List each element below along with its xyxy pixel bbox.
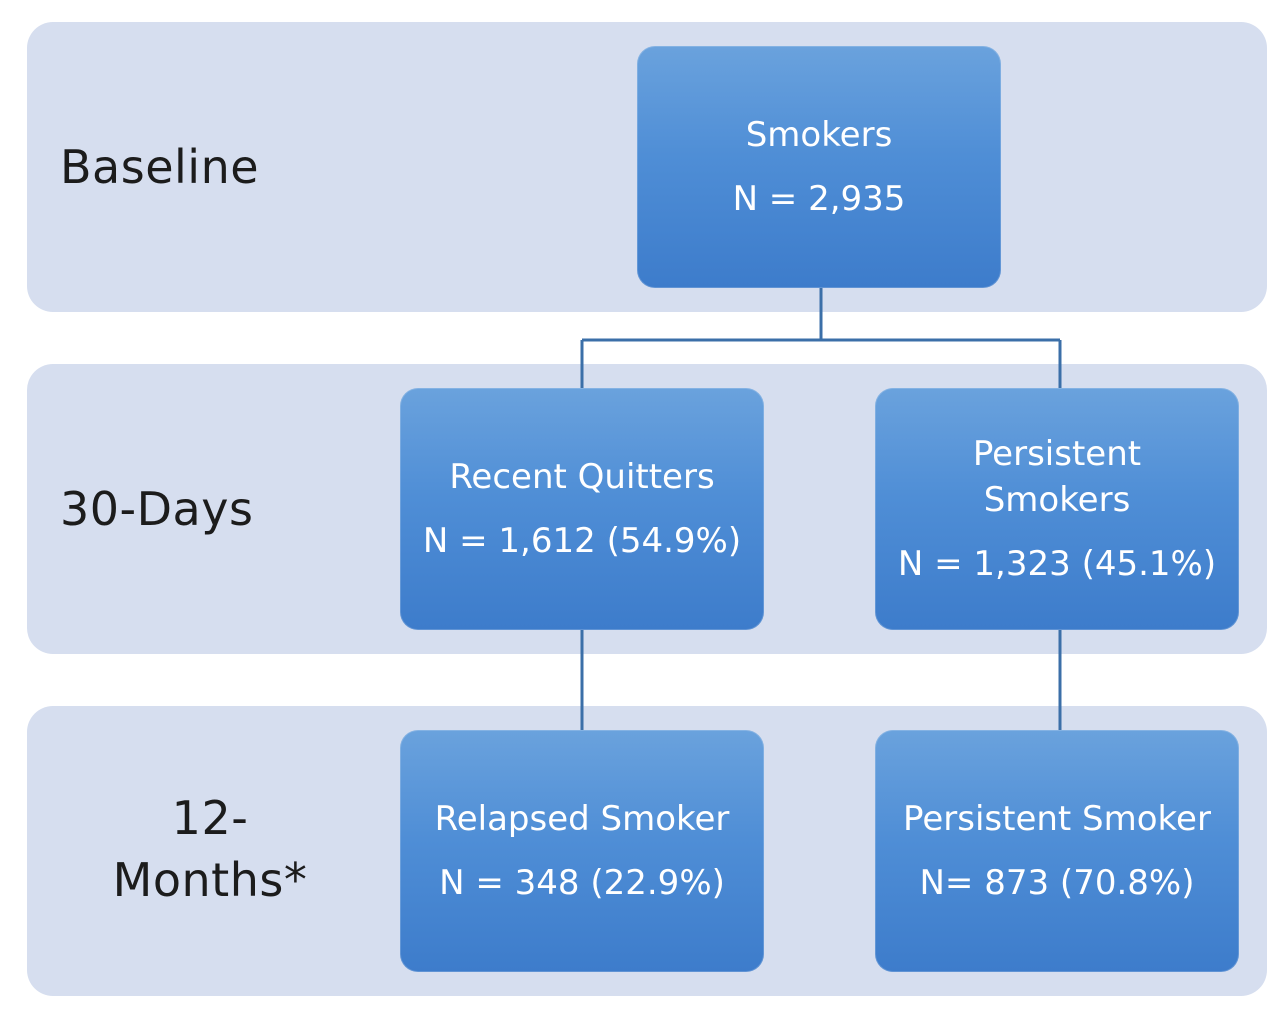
node-smokers-title: Smokers — [745, 115, 893, 155]
node-persistent-smokers-count: N = 1,323 (45.1%) — [897, 544, 1217, 584]
node-persistent-smokers: Persistent Smokers N = 1,323 (45.1%) — [875, 388, 1239, 630]
baseline-label: Baseline — [60, 136, 280, 198]
node-persistent-smokers-title-line1: Persistent — [972, 434, 1142, 474]
twelve-months-label-line1: 12- — [171, 791, 249, 845]
node-recent-quitters: Recent Quitters N = 1,612 (54.9%) — [400, 388, 764, 630]
node-persistent-smoker-12m: Persistent Smoker N= 873 (70.8%) — [875, 730, 1239, 972]
node-relapsed-smoker: Relapsed Smoker N = 348 (22.9%) — [400, 730, 764, 972]
twelve-months-label: 12- Months* — [90, 787, 330, 911]
node-relapsed-smoker-count: N = 348 (22.9%) — [439, 863, 725, 903]
node-smokers: Smokers N = 2,935 — [637, 46, 1001, 288]
node-persistent-smoker-12m-title: Persistent Smoker — [903, 799, 1211, 839]
node-recent-quitters-count: N = 1,612 (54.9%) — [422, 521, 742, 561]
thirty-days-label: 30-Days — [60, 478, 300, 540]
node-smokers-count: N = 2,935 — [732, 179, 906, 219]
node-recent-quitters-title: Recent Quitters — [449, 457, 715, 497]
node-persistent-smokers-title-line2: Smokers — [983, 480, 1131, 520]
twelve-months-label-line2: Months* — [112, 853, 308, 907]
node-relapsed-smoker-title: Relapsed Smoker — [434, 799, 730, 839]
baseline-label-text: Baseline — [60, 140, 260, 194]
node-persistent-smoker-12m-count: N= 873 (70.8%) — [919, 863, 1195, 903]
thirty-days-label-text: 30-Days — [60, 482, 254, 536]
